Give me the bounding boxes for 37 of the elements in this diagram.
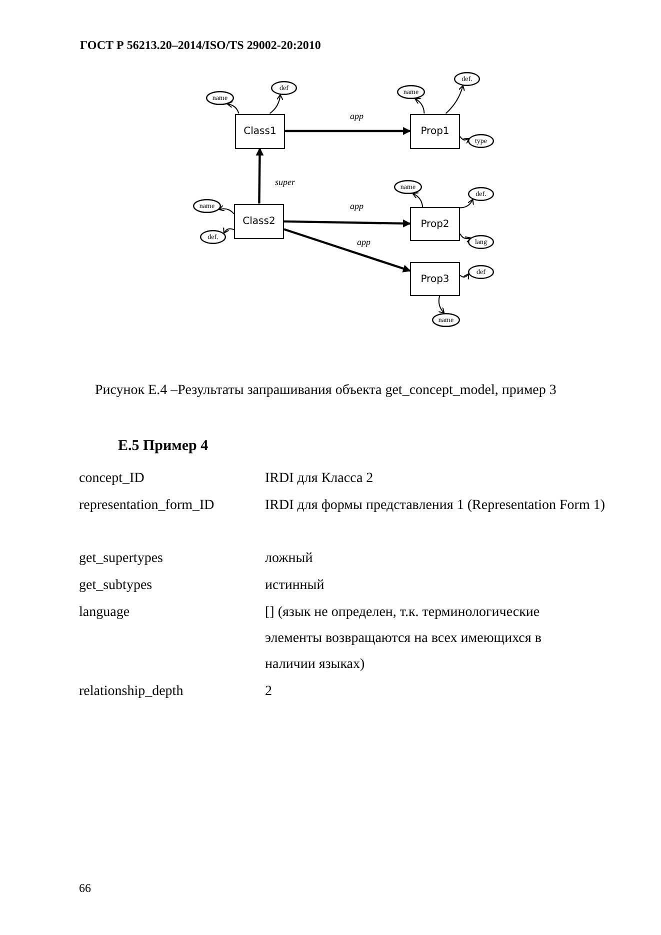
table-cell-text: истинный xyxy=(265,577,326,595)
table-cell-text: 2 xyxy=(265,683,273,701)
class-box: Prop1 xyxy=(410,114,460,148)
arrow xyxy=(256,148,264,204)
page-number: 66 xyxy=(79,880,92,897)
figure-caption: Рисунок Е.4 –Результаты запрашивания объекта get_concept_model, пример 3 xyxy=(95,383,556,399)
section-heading: Е.5 Пример 4 xyxy=(118,437,210,456)
table-cell-text: IRDI для Класса 2 xyxy=(265,470,374,488)
arrow xyxy=(414,98,425,114)
table-cell-text: relationship_depth xyxy=(79,683,184,701)
class-box: Prop3 xyxy=(410,262,460,296)
arrow xyxy=(218,204,234,214)
arrow xyxy=(284,219,411,228)
arrow xyxy=(223,226,234,234)
class-box: Class2 xyxy=(234,204,284,238)
table-cell-text: get_subtypes xyxy=(79,577,154,595)
running-header: ГОСТ Р 56213.20–2014/ISO/TS 29002-20:2010 xyxy=(80,38,321,53)
table-cell-text: [] (язык не определен, т.к. терминологические элементы возвращаются на всех имеющихся в наличии языках) xyxy=(265,604,542,674)
arrow xyxy=(226,101,240,114)
arrow xyxy=(438,296,445,314)
arrow xyxy=(284,228,411,272)
table-cell-text: representation_form_ID xyxy=(79,497,216,515)
arrow xyxy=(445,85,465,114)
arrow xyxy=(412,192,424,208)
table-cell-text: language xyxy=(79,604,131,622)
arrow xyxy=(460,273,469,280)
arrow xyxy=(285,127,411,135)
class-box: Prop2 xyxy=(410,207,460,241)
table-cell-text: concept_ID xyxy=(79,470,146,488)
table-cell-text: IRDI для формы представления 1 (Representation Form 1) xyxy=(265,497,605,515)
arrow xyxy=(460,233,471,243)
table-cell-text: get_supertypes xyxy=(79,550,164,568)
table-cell-text: ложный xyxy=(265,550,314,568)
arrow xyxy=(460,136,470,144)
arrow xyxy=(269,94,284,114)
class-box: Class1 xyxy=(235,114,285,148)
arrow xyxy=(460,198,474,208)
